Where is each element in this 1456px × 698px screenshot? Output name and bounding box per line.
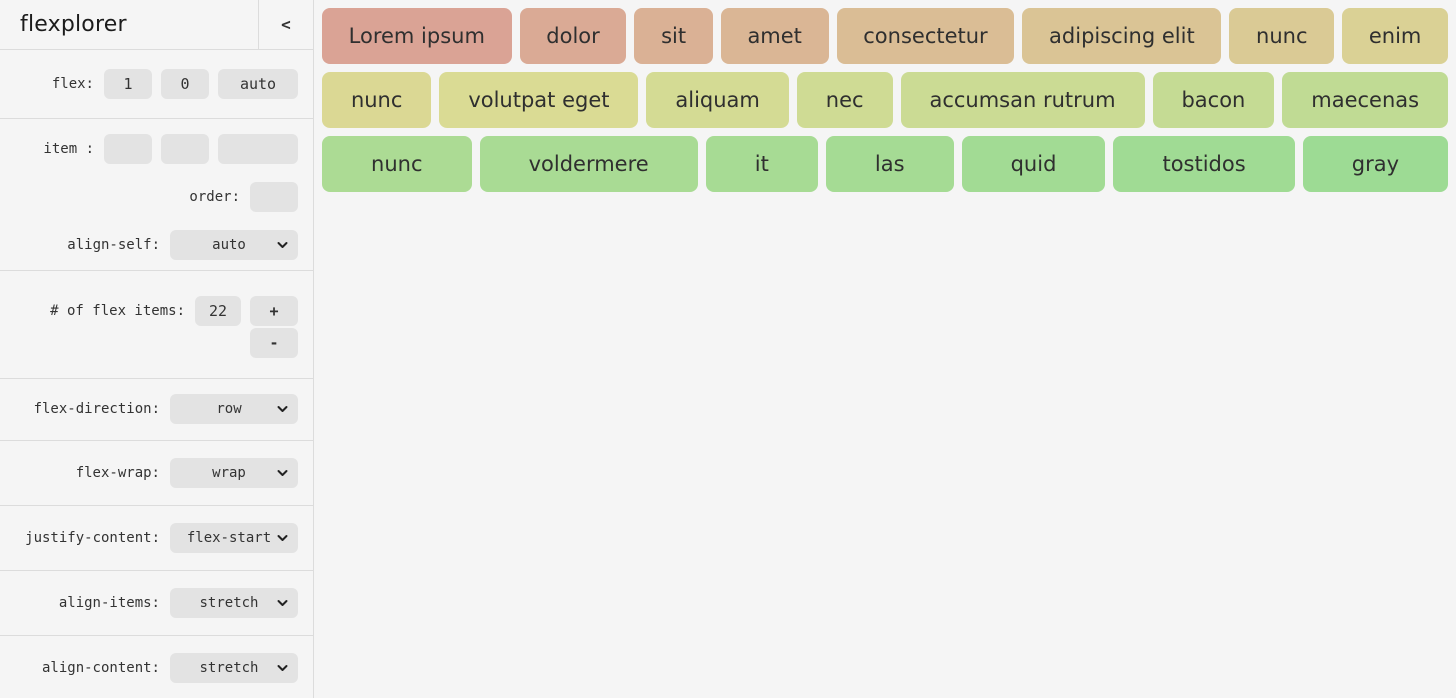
item-label: item : — [43, 141, 94, 157]
chevron-down-icon — [277, 470, 288, 477]
sidebar-header: flexplorer < — [0, 0, 313, 50]
flex-direction-select[interactable]: row — [170, 394, 298, 424]
align-content-section: align-content: stretch — [0, 636, 313, 698]
flex-item: tostidos — [1113, 136, 1295, 192]
chevron-down-icon — [277, 406, 288, 413]
chevron-down-icon — [277, 535, 288, 542]
flex-item: voldermere — [479, 136, 698, 192]
flex-section: flex: — [0, 50, 313, 119]
flex-grow-input[interactable] — [104, 69, 152, 99]
remove-item-button[interactable]: - — [250, 328, 298, 358]
flex-item: nunc — [322, 136, 472, 192]
flex-item: bacon — [1152, 72, 1275, 128]
chevron-down-icon — [277, 665, 288, 672]
flex-direction-label: flex-direction: — [33, 401, 160, 417]
flex-item: amet — [720, 8, 829, 64]
flex-item: nunc — [1229, 8, 1335, 64]
flex-item: las — [825, 136, 954, 192]
flex-item: dolor — [519, 8, 627, 64]
flex-item: it — [705, 136, 818, 192]
app-title: flexplorer — [20, 12, 127, 37]
flex-item: quid — [961, 136, 1106, 192]
flex-item: gray — [1302, 136, 1449, 192]
count-section: # of flex items: + - — [0, 271, 313, 379]
order-input[interactable] — [250, 182, 298, 212]
flex-wrap-select[interactable]: wrap — [170, 458, 298, 488]
flex-direction-section: flex-direction: row — [0, 379, 313, 441]
flex-item: maecenas — [1282, 72, 1449, 128]
item-flex-basis-input[interactable] — [218, 134, 298, 164]
count-stepper: + - — [250, 296, 298, 358]
flex-item: volutpat eget — [439, 72, 639, 128]
item-flex-shrink-input[interactable] — [161, 134, 209, 164]
align-items-label: align-items: — [58, 595, 160, 611]
flex-wrap-value: wrap — [212, 465, 246, 481]
sidebar: flexplorer < flex: item : order: align-s… — [0, 0, 314, 698]
flex-item: Lorem ipsum — [322, 8, 512, 64]
flex-wrap-section: flex-wrap: wrap — [0, 441, 313, 506]
flex-item: nunc — [322, 72, 432, 128]
order-label: order: — [189, 189, 240, 205]
flex-item: aliquam — [646, 72, 789, 128]
flex-item: nec — [796, 72, 893, 128]
chevron-down-icon — [277, 600, 288, 607]
flex-item: sit — [634, 8, 713, 64]
align-self-value: auto — [212, 237, 246, 253]
flex-wrap-label: flex-wrap: — [75, 465, 160, 481]
flex-item: enim — [1342, 8, 1449, 64]
flex-basis-input[interactable] — [218, 69, 298, 99]
flex-item: adipiscing elit — [1022, 8, 1222, 64]
add-item-button[interactable]: + — [250, 296, 298, 326]
flex-label: flex: — [51, 76, 94, 92]
align-items-select[interactable]: stretch — [170, 588, 298, 618]
flex-item: accumsan rutrum — [900, 72, 1145, 128]
flex-item: consectetur — [836, 8, 1015, 64]
align-self-label: align-self: — [67, 237, 160, 253]
flex-item-count-input[interactable] — [195, 296, 241, 326]
align-content-select[interactable]: stretch — [170, 653, 298, 683]
chevron-down-icon — [277, 242, 288, 249]
item-flex-grow-input[interactable] — [104, 134, 152, 164]
justify-content-section: justify-content: flex-start — [0, 506, 313, 571]
align-items-value: stretch — [199, 595, 259, 611]
chevron-left-icon: < — [281, 15, 291, 34]
collapse-sidebar-button[interactable]: < — [258, 0, 313, 49]
justify-content-select[interactable]: flex-start — [170, 523, 298, 553]
align-content-value: stretch — [199, 660, 259, 676]
align-self-select[interactable]: auto — [170, 230, 298, 260]
justify-content-value: flex-start — [186, 530, 272, 546]
align-items-section: align-items: stretch — [0, 571, 313, 636]
align-content-label: align-content: — [41, 660, 160, 676]
count-label: # of flex items: — [50, 303, 185, 319]
flex-direction-value: row — [216, 401, 242, 417]
justify-content-label: justify-content: — [25, 530, 160, 546]
item-section: item : order: align-self: auto — [0, 119, 313, 271]
flex-shrink-input[interactable] — [161, 69, 209, 99]
